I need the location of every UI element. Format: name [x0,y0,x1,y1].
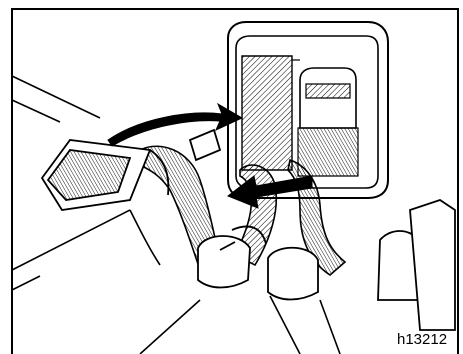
figure-code: h13212 [397,331,457,348]
seat-belt-tongue-icon [42,140,168,210]
